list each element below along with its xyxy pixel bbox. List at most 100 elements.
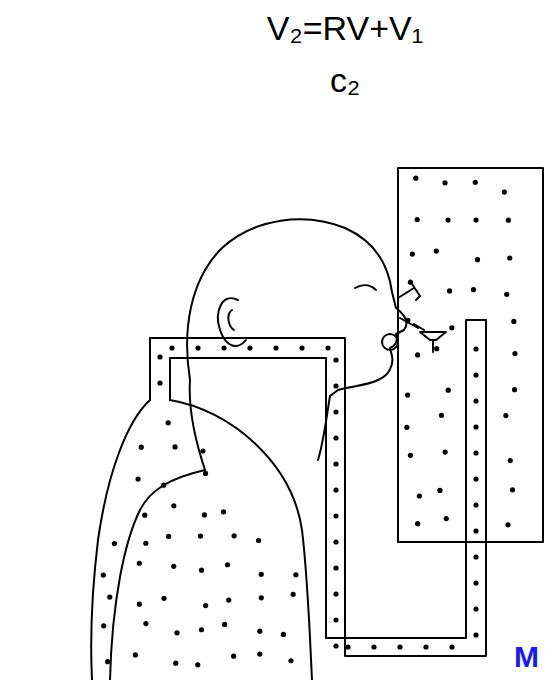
gas-particle: [169, 345, 174, 350]
formula: V₂=RV+V₁: [267, 10, 423, 47]
gas-particle: [405, 392, 410, 397]
gas-particle: [445, 218, 450, 223]
gas-particle: [293, 572, 298, 577]
breathing-tube: [170, 320, 486, 638]
gas-particle: [195, 345, 200, 350]
eye: [355, 285, 376, 290]
gas-particle: [505, 522, 510, 527]
gas-particle: [137, 602, 142, 607]
gas-particle: [503, 413, 508, 418]
gas-particle: [437, 488, 442, 493]
gas-particle: [473, 450, 478, 455]
gas-particle: [105, 659, 110, 664]
gas-particle: [345, 644, 350, 649]
gas-particle: [299, 345, 304, 350]
gas-particle: [333, 461, 338, 466]
gas-particle: [397, 644, 402, 649]
gas-particle: [157, 380, 162, 385]
gas-particle: [333, 435, 338, 440]
gas-particle: [511, 319, 516, 324]
gas-particle: [446, 388, 451, 393]
concentration-symbol: c₂: [330, 62, 360, 99]
gas-particle: [473, 372, 478, 377]
gas-particle: [202, 512, 207, 517]
gas-particle: [273, 345, 278, 350]
gas-particle: [133, 652, 138, 657]
gas-particle: [512, 351, 517, 356]
gas-particle: [231, 533, 236, 538]
gas-particle: [166, 420, 171, 425]
gas-particle: [199, 627, 204, 632]
gas-particle: [473, 632, 478, 637]
gas-particle: [473, 180, 478, 185]
ear-inner: [228, 310, 234, 330]
gas-particle: [171, 503, 176, 508]
gas-particle: [257, 629, 262, 634]
head-outline: [187, 219, 406, 470]
gas-particle: [333, 539, 338, 544]
gas-particle: [226, 597, 231, 602]
gas-particle: [137, 561, 142, 566]
gas-particle: [333, 487, 338, 492]
gas-particle: [195, 662, 200, 667]
gas-particle: [508, 458, 513, 463]
gas-particle: [174, 630, 179, 635]
gas-particle: [449, 325, 454, 330]
gas-particle: [203, 603, 208, 608]
gas-particle: [333, 565, 338, 570]
gas-particle: [203, 471, 208, 476]
gas-particle: [143, 621, 148, 626]
gas-particle: [507, 255, 512, 260]
valve: [420, 332, 446, 352]
gas-particle: [415, 217, 420, 222]
gas-particle: [475, 257, 480, 262]
gas-particle: [434, 248, 439, 253]
lung-outline: [170, 400, 312, 680]
gas-particle: [166, 534, 171, 539]
gas-particle: [473, 346, 478, 351]
gas-particle: [333, 617, 338, 622]
gas-particle: [222, 622, 227, 627]
gas-particle: [510, 487, 515, 492]
gas-particle: [442, 180, 447, 185]
gas-particle: [473, 217, 478, 222]
gas-particle: [423, 644, 428, 649]
body-outline: [110, 470, 205, 680]
gas-particle: [172, 444, 177, 449]
gas-particle: [504, 292, 509, 297]
gas-particle: [259, 572, 264, 577]
gas-particle: [288, 658, 293, 663]
gas-particle: [161, 483, 166, 488]
gas-particle: [231, 654, 236, 659]
gas-particle: [259, 595, 264, 600]
spirometer-box: [398, 168, 543, 542]
gas-particle: [198, 533, 203, 538]
mouthpiece: [382, 334, 398, 350]
gas-particle: [281, 632, 286, 637]
breathing-tube: [150, 320, 486, 656]
gas-particle: [101, 572, 106, 577]
gas-particle: [371, 644, 376, 649]
gas-particle: [200, 448, 205, 453]
gas-particle: [473, 554, 478, 559]
body-outline-front: [318, 396, 330, 460]
gas-particle: [405, 318, 410, 323]
gas-particle: [473, 476, 478, 481]
gas-particle: [247, 345, 252, 350]
gas-particle: [221, 509, 226, 514]
gas-particle: [473, 398, 478, 403]
gas-particle: [225, 562, 230, 567]
gas-particle: [135, 476, 140, 481]
gas-particle: [199, 568, 204, 573]
nose-clip: [398, 284, 424, 330]
gas-particle: [333, 643, 338, 648]
gas-particle: [173, 661, 178, 666]
gas-particle: [449, 644, 454, 649]
gas-particle: [107, 594, 112, 599]
gas-particle: [143, 541, 148, 546]
gas-particle: [139, 445, 144, 450]
gas-particle: [161, 596, 166, 601]
gas-particle: [417, 493, 422, 498]
